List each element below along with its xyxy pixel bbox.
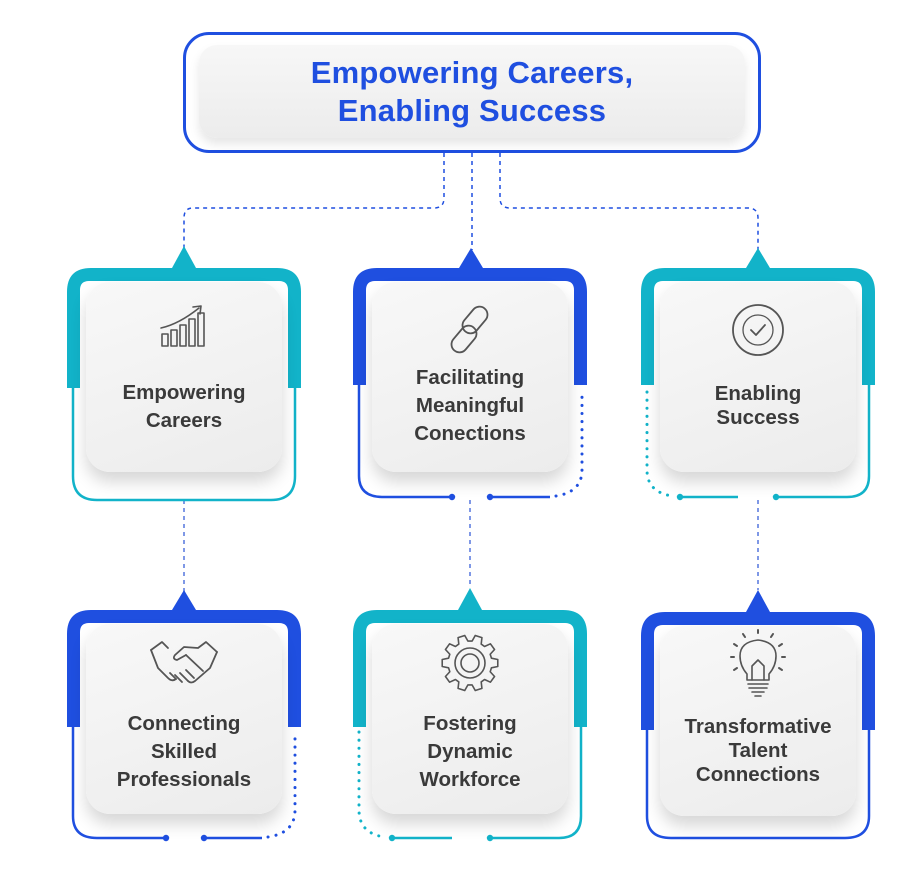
label-line: Success [716,406,800,429]
title-line-1: Empowering Careers, [310,54,634,90]
label-line: Fostering [423,712,517,735]
card-enabling-success: Enabling Success [660,282,856,472]
label-line: Connections [695,763,821,786]
card-skilled-professionals: Connecting Skilled Professionals [86,624,282,814]
card-talent-connections: Transformative Talent Connections [660,626,856,816]
lightbulb-icon [730,629,786,697]
frame-meaningful-connections [353,248,587,501]
title-line-2: Enabling Success [337,92,607,128]
card-skilled-professionals-label: Connecting Skilled Professionals [86,710,282,794]
label-line: Workforce [419,768,521,791]
label-line: Dynamic [427,740,513,763]
frame-dynamic-workforce [353,588,587,842]
growth-chart-icon [160,305,205,347]
card-meaningful-connections-label: Facilitating Meaningful Conections [372,364,568,448]
label-line: Connecting [127,712,241,735]
connector-title-left [183,153,445,248]
card-dynamic-workforce: Fostering Dynamic Workforce [372,624,568,814]
label-line: Talent [728,739,788,762]
frame-talent-connections [641,590,875,840]
card-dynamic-workforce-label: Fostering Dynamic Workforce [372,710,568,794]
frame-skilled-professionals [67,590,301,842]
title-box: Empowering Careers, Enabling Success [183,32,761,153]
label-line: Meaningful [415,394,525,417]
connector-title-right [499,153,759,250]
label-line: Careers [145,409,223,432]
card-meaningful-connections: Facilitating Meaningful Conections [372,282,568,472]
card-talent-connections-label: Transformative Talent Connections [660,715,856,787]
checkmark-circle-icon [732,304,784,356]
chain-link-icon [450,305,489,354]
frame-empowering-careers [67,246,301,502]
gear-icon [441,634,499,692]
card-empowering-careers: Empowering Careers [86,282,282,472]
card-empowering-careers-label: Empowering Careers [86,379,282,435]
title-panel: Empowering Careers, Enabling Success [199,45,745,138]
label-line: Skilled [150,740,218,763]
label-line: Transformative [684,715,832,738]
card-enabling-success-label: Enabling Success [660,382,856,430]
label-line: Enabling [714,382,802,405]
handshake-icon [150,641,218,684]
frame-enabling-success [641,248,875,501]
label-line: Conections [414,422,526,445]
label-line: Empowering [122,381,246,404]
label-line: Professionals [116,768,252,791]
label-line: Facilitating [415,366,525,389]
